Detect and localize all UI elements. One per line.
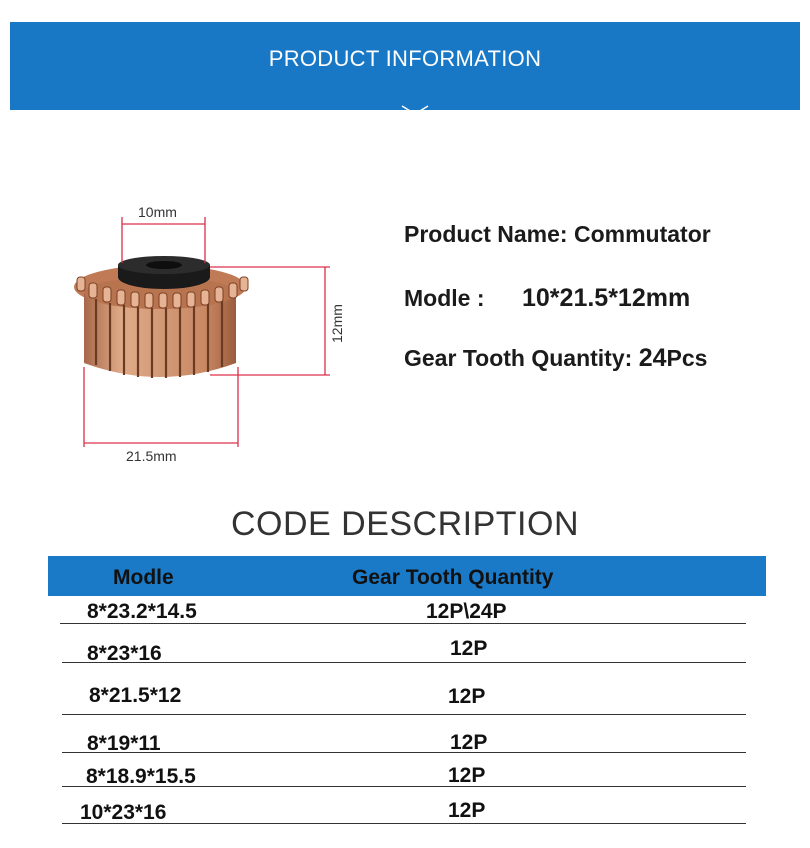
table-cell-model: 8*23*16 <box>87 642 162 665</box>
row-divider <box>62 786 746 787</box>
commutator-image <box>74 256 249 378</box>
commutator-figure: 10mm 12mm 21.5mm <box>74 204 345 464</box>
banner: PRODUCT INFORMATION <box>10 22 800 120</box>
table-cell-gear-tooth: 12P <box>448 799 486 822</box>
banner-title: PRODUCT INFORMATION <box>268 46 542 71</box>
table-cell-model: 8*18.9*15.5 <box>86 765 196 788</box>
table-header: Modle Gear Tooth Quantity <box>48 556 766 596</box>
column-header-gear-tooth: Gear Tooth Quantity <box>352 566 554 589</box>
table-cell-gear-tooth: 12P <box>450 731 488 754</box>
row-divider <box>62 752 746 753</box>
gear-tooth-label: Gear Tooth Quantity: <box>404 345 633 371</box>
double-chevron-down-icon <box>401 105 429 120</box>
model-value: 10*21.5*12mm <box>522 284 691 312</box>
gear-tooth-spec: Gear Tooth Quantity: 24Pcs <box>404 344 707 373</box>
dimension-lines <box>83 217 330 447</box>
code-description-title: CODE DESCRIPTION <box>230 505 580 543</box>
row-divider <box>62 823 746 824</box>
model-spec: Modle : 10*21.5*12mm <box>404 284 690 313</box>
outer-diameter-label: 21.5mm <box>126 448 177 464</box>
row-divider <box>62 714 746 715</box>
column-header-model: Modle <box>113 566 174 589</box>
table-cell-model: 10*23*16 <box>80 801 167 824</box>
row-divider <box>62 662 746 663</box>
table-cell-gear-tooth: 12P <box>448 764 486 787</box>
product-name: Product Name: Commutator <box>404 221 711 247</box>
model-label: Modle : <box>404 285 485 311</box>
table-cell-gear-tooth: 12P\24P <box>426 600 507 623</box>
inner-diameter-label: 10mm <box>138 204 177 220</box>
height-label: 12mm <box>329 304 345 343</box>
table-cell-model: 8*21.5*12 <box>89 684 182 707</box>
gear-tooth-number: 24 <box>638 344 667 372</box>
table-cell-gear-tooth: 12P <box>448 685 486 708</box>
table-cell-gear-tooth: 12P <box>450 637 488 660</box>
table-cell-model: 8*23.2*14.5 <box>87 600 197 623</box>
table-cell-model: 8*19*11 <box>87 732 161 755</box>
row-divider <box>60 623 746 624</box>
gear-tooth-unit: Pcs <box>666 345 708 371</box>
